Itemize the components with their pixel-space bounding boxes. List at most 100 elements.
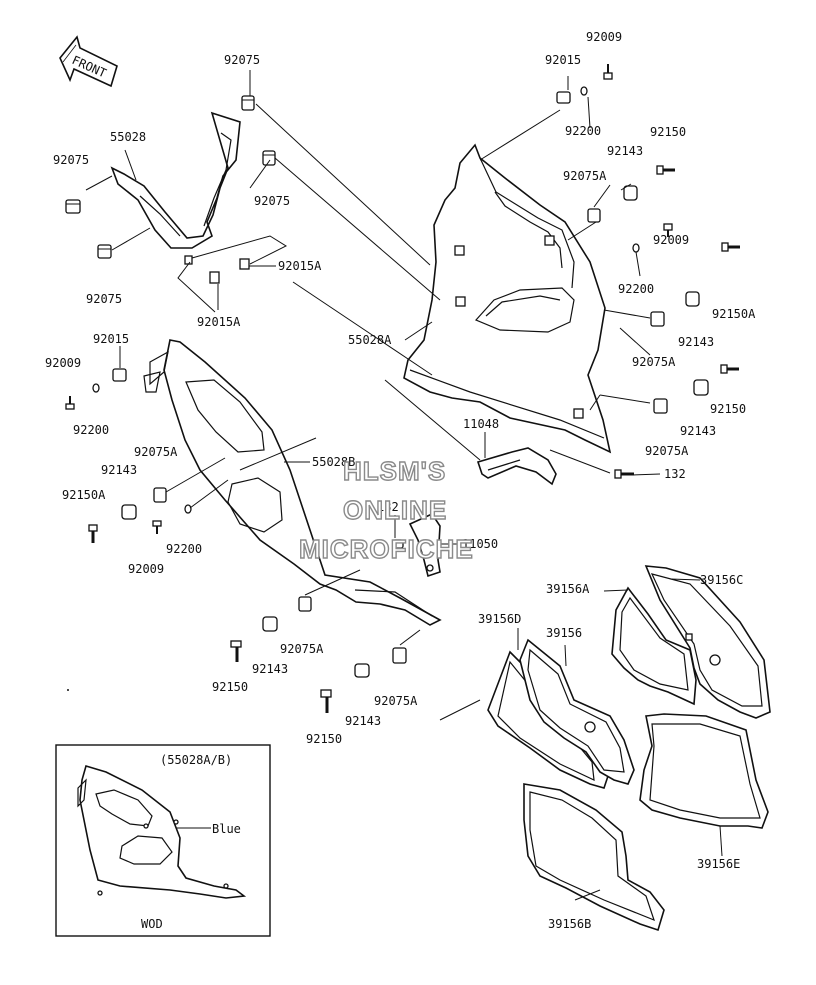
- grommet-92075A-a: [587, 208, 601, 223]
- part-label: 92075: [254, 194, 290, 208]
- watermark-line: HLSM'S: [343, 456, 446, 486]
- lower-cowl-55028B: [143, 339, 442, 626]
- grommet-92143-d: [262, 616, 278, 632]
- screw-92150A-left: [88, 524, 98, 543]
- screw-92150-d: [230, 640, 242, 662]
- part-label: 39156D: [478, 612, 521, 626]
- screw-92150-top: [656, 165, 675, 175]
- part-label: 55028: [110, 130, 146, 144]
- inset-color-label: Blue: [212, 822, 241, 836]
- part-label: 39156E: [697, 857, 740, 871]
- part-labels: 92009 92015 92075 92200 92150 55028 9214…: [45, 30, 756, 931]
- screw-92150A-right: [721, 242, 740, 252]
- part-label: 92200: [73, 423, 109, 437]
- part-label: 92015A: [197, 315, 241, 329]
- part-label: 92015: [545, 53, 581, 67]
- part-label: 92075: [224, 53, 260, 67]
- grommet-92143-e: [354, 663, 370, 678]
- pad-39156A: [611, 586, 697, 706]
- part-label: 92200: [166, 542, 202, 556]
- part-label: 92150: [306, 732, 342, 746]
- washer-92200-lower: [184, 504, 192, 514]
- part-label: 92015A: [278, 259, 322, 273]
- collar-92015: [556, 91, 571, 104]
- part-label: 92200: [565, 124, 601, 138]
- screw-92150-e: [320, 689, 332, 713]
- part-label: 132: [664, 467, 686, 481]
- grommet-92075-b: [262, 150, 276, 166]
- inset-title: (55028A/B): [160, 753, 232, 767]
- part-label: 92075: [86, 292, 122, 306]
- part-label: 92143: [252, 662, 288, 676]
- watermark-line: ONLINE: [343, 495, 447, 525]
- part-label: 55028B: [312, 455, 355, 469]
- leader-lines: [85, 70, 723, 901]
- grommet-92075-d: [97, 244, 112, 259]
- hardware-bottom: [230, 596, 407, 713]
- part-label: 39156A: [546, 582, 590, 596]
- side-cowl-55028A: [403, 143, 612, 454]
- inset-model-code: WOD: [141, 917, 163, 931]
- grommet-92143-left: [121, 504, 137, 520]
- part-label: 92150: [710, 402, 746, 416]
- bolt-92009-left: [65, 396, 75, 410]
- inset-panel: (55028A/B) Blue WOD: [55, 744, 271, 937]
- bracket-11048: [476, 447, 557, 486]
- part-label: 92143: [101, 463, 137, 477]
- part-label: 39156B: [548, 917, 591, 931]
- screw-92150-right: [720, 364, 739, 374]
- part-label: 92015: [93, 332, 129, 346]
- pad-39156: [519, 638, 635, 785]
- part-label: 92075A: [280, 642, 324, 656]
- part-label: 132: [377, 500, 399, 514]
- washer-92200-top: [580, 86, 588, 96]
- part-label: 92075A: [563, 169, 607, 183]
- bolt-92009-b: [663, 223, 673, 237]
- stray-dot: [67, 689, 69, 691]
- inner-cover-55028: [110, 111, 250, 284]
- part-label: 92009: [653, 233, 689, 247]
- front-arrow-icon: [59, 35, 118, 88]
- part-label: 92150: [650, 125, 686, 139]
- bolt-92009-top: [603, 64, 613, 80]
- grommet-92143-b: [685, 291, 700, 307]
- grommet-92075-a: [241, 95, 255, 111]
- part-label: 92075A: [134, 445, 178, 459]
- hardware-middle-left: [65, 368, 192, 543]
- part-label: 92009: [45, 356, 81, 370]
- washer-92200-left: [92, 383, 100, 393]
- part-label: 92143: [345, 714, 381, 728]
- part-label: 92075A: [645, 444, 689, 458]
- grommet-92075A-left: [153, 487, 167, 503]
- pad-39156C: [644, 565, 771, 719]
- part-label: 92200: [618, 282, 654, 296]
- watermark: HLSM'S ONLINE MICROFICHE: [298, 455, 474, 564]
- part-label: 11050: [462, 537, 498, 551]
- grommet-92075-c: [65, 199, 81, 214]
- part-label: 92143: [680, 424, 716, 438]
- grommet-92143-c: [693, 379, 709, 396]
- part-label: 11048: [463, 417, 499, 431]
- bracket-11050: [392, 512, 441, 578]
- part-label: 92150A: [62, 488, 106, 502]
- grommet-92075A-c: [653, 398, 668, 414]
- pad-39156E: [639, 713, 769, 829]
- part-label: 92143: [678, 335, 714, 349]
- washer-92200-b: [632, 243, 640, 253]
- part-label: 92075A: [374, 694, 418, 708]
- grommet-92075A-d: [298, 596, 312, 612]
- part-label: 92075: [53, 153, 89, 167]
- screw-132-right: [614, 469, 634, 479]
- part-label: 92150A: [712, 307, 756, 321]
- part-label: 55028A: [348, 333, 392, 347]
- grommet-92143-a: [623, 185, 638, 201]
- collar-92015-left: [112, 368, 127, 382]
- pad-39156B: [523, 783, 665, 932]
- hardware-upper-right: [556, 64, 740, 479]
- part-label: 39156: [546, 626, 582, 640]
- part-label: 92009: [128, 562, 164, 576]
- watermark-line: MICROFICHE: [299, 534, 474, 564]
- grommet-92075A-b: [650, 311, 665, 327]
